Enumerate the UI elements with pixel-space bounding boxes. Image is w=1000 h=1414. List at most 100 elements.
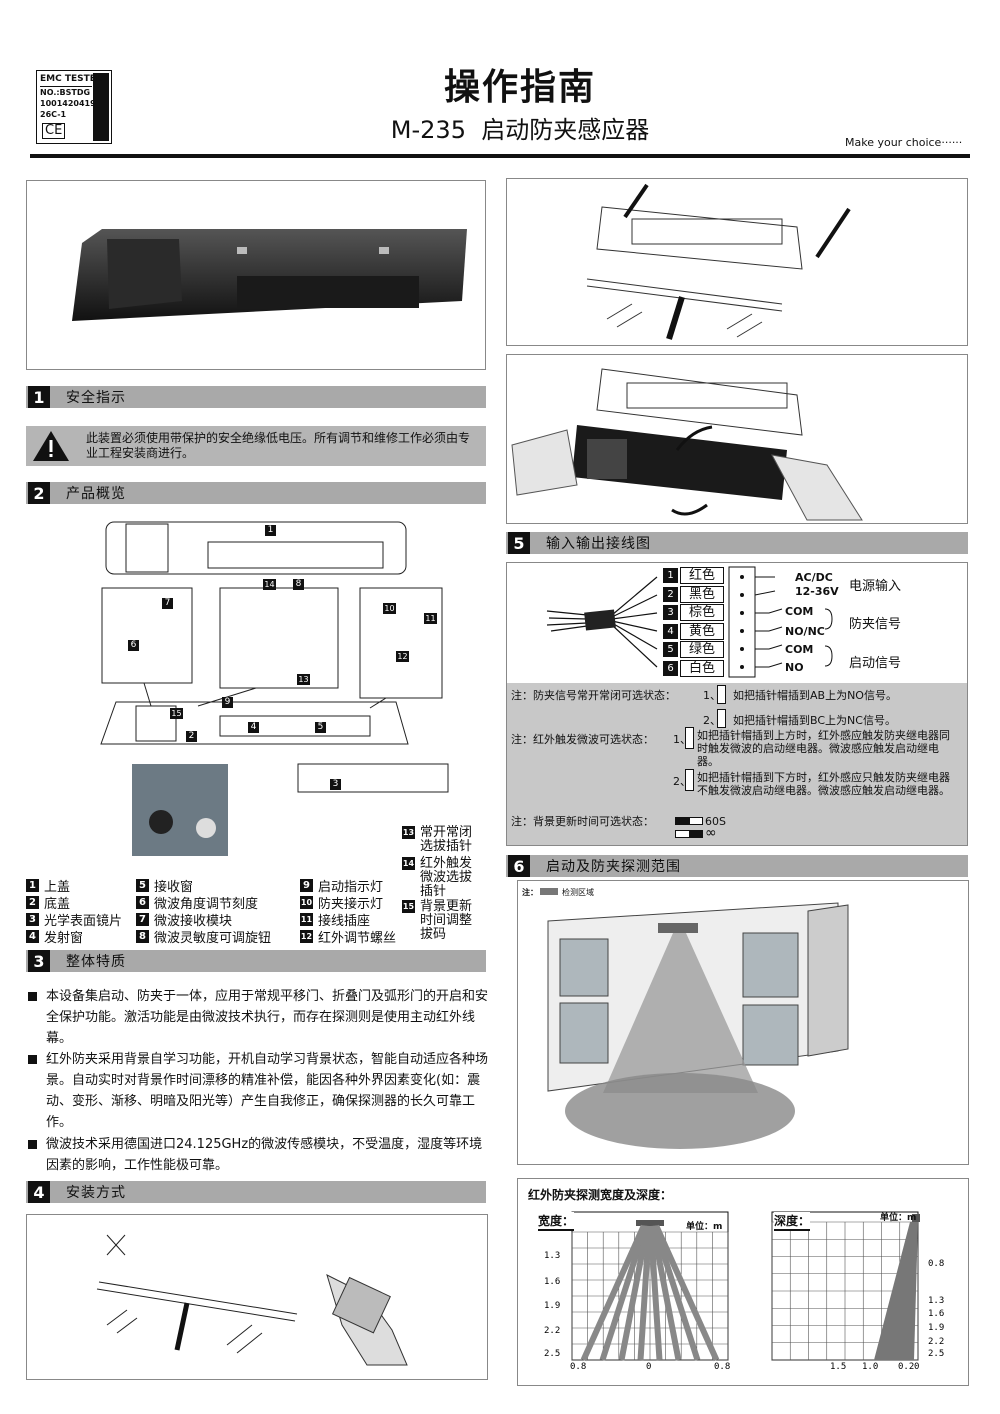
beam — [653, 1224, 720, 1362]
wire-color: 黄色 — [680, 622, 724, 640]
com-label-2: COM — [785, 643, 814, 656]
warning-text: 此装置必须使用带保护的安全绝缘低电压。所有调节和维修工作必须由专业工程安装商进行… — [86, 431, 471, 460]
legend-label: 微波角度调节刻度 — [154, 897, 259, 912]
callout-8: 8 — [293, 579, 304, 590]
install-figure — [26, 1214, 488, 1380]
legend-label: 背景更新时间调整拔码 — [420, 899, 473, 942]
section-4-header: 4 安装方式 — [26, 1181, 486, 1203]
y-tick-label: 1.3 — [928, 1296, 944, 1306]
callout-14: 14 — [263, 579, 276, 590]
dip-switch-off — [675, 830, 703, 838]
install-drawing — [96, 1234, 408, 1366]
section-6-title: 启动及防夹探测范围 — [546, 859, 681, 875]
legend-item: 11 接线插座 — [300, 910, 370, 929]
note-2-b: 如把插针帽插到下方时，红外感应只触发防夹继电器不触发微波启动继电器。微波感应触发… — [697, 771, 950, 797]
note-1-b-index: 2、 — [703, 714, 721, 727]
section-3-number: 3 — [28, 950, 50, 972]
jumper-icon — [717, 685, 726, 704]
depth-chart-unit: 单位：m — [880, 1213, 917, 1223]
product-exploded-diagram — [100, 521, 449, 856]
note-1-b: 如把插针帽插到BC上为NC信号。 — [733, 714, 896, 727]
detect-legend-label: 检测区域 — [562, 888, 594, 897]
x-tick-label: 0.8 — [570, 1362, 586, 1370]
y-tick-label: 2.2 — [544, 1326, 560, 1336]
beam — [580, 1224, 647, 1362]
beam — [599, 1225, 649, 1361]
start-signal-name: 启动信号 — [849, 656, 902, 671]
feature-item: 本设备集启动、防夹于一体，应用于常规平移门、折叠门及弧形门的开启和安全保护功能。… — [26, 986, 494, 1049]
feature-item: 微波技术采用德国进口24.125GHz的微波传感模块，不受温度，湿度等环境因素的… — [26, 1134, 494, 1176]
nonc-label: NO/NC — [785, 625, 825, 638]
callout-1: 1 — [265, 525, 276, 536]
wire-number: 3 — [663, 605, 678, 620]
wire-number: 1 — [663, 568, 678, 583]
x-tick-label: 0 — [646, 1362, 651, 1370]
jumper-icon — [717, 709, 726, 728]
mount-figure-1 — [506, 178, 968, 346]
warning-icon — [33, 431, 69, 461]
beam — [874, 1222, 918, 1360]
sensor-mark — [636, 1220, 664, 1226]
legend-label: 发射窗 — [44, 931, 84, 946]
ce-mark: CE — [42, 123, 66, 139]
note-1-a: 如把插针帽插到AB上为NO信号。 — [733, 689, 897, 702]
legend-number: 12 — [300, 930, 313, 943]
section-5-number: 5 — [508, 532, 530, 554]
section-6-number: 6 — [508, 855, 530, 877]
emc-line3: 1001420419 — [40, 99, 96, 108]
tagline: Make your choice······ — [845, 136, 963, 149]
wire-number: 5 — [663, 642, 678, 657]
y-tick-label: 0.8 — [928, 1259, 944, 1269]
ir-chart-title: 红外防夹探测宽度及深度： — [528, 1188, 673, 1202]
x-tick-label: 0.8 — [714, 1362, 730, 1370]
y-tick-label: 1.6 — [544, 1277, 560, 1287]
emc-line4: 26C-1 — [40, 110, 67, 119]
cable-drawing — [546, 566, 833, 678]
callout-5: 5 — [315, 722, 326, 733]
legend-number: 10 — [300, 896, 313, 909]
wire-color: 白色 — [680, 659, 724, 677]
legend-number: 11 — [300, 913, 313, 926]
depth-chart-title: 深度： — [774, 1212, 811, 1231]
page-subtitle: M-235 启动防夹感应器 — [390, 116, 650, 144]
legend-number: 14 — [402, 857, 415, 870]
section-2-header: 2 产品概览 — [26, 482, 486, 504]
callout-3: 3 — [330, 779, 341, 790]
header-rule — [30, 154, 970, 158]
callout-12: 12 — [396, 651, 409, 662]
wire-color: 红色 — [680, 567, 724, 584]
legend-number: 4 — [26, 930, 39, 943]
emc-line1: EMC TESTED — [40, 74, 104, 84]
y-tick-label: 1.9 — [928, 1323, 944, 1333]
callout-11: 11 — [424, 613, 437, 624]
y-tick-label: 2.2 — [928, 1337, 944, 1347]
wire-color: 棕色 — [680, 604, 724, 621]
legend-item: 4 发射窗 — [26, 927, 83, 946]
callout-6: 6 — [128, 640, 139, 651]
no-label: NO — [785, 661, 804, 674]
detect-legend-swatch — [540, 888, 558, 895]
clamp-signal-name: 防夹信号 — [849, 617, 902, 632]
dip-switch-on — [675, 817, 703, 825]
legend-label: 接线插座 — [318, 914, 371, 929]
x-tick-label: 1.0 — [862, 1362, 878, 1370]
legend-label: 微波接收模块 — [154, 914, 233, 929]
callout-9: 9 — [222, 697, 233, 708]
x-tick-label: 1.5 — [830, 1362, 846, 1370]
note-3-head: 注：背景更新时间可选状态： — [511, 815, 654, 828]
beam — [637, 1225, 653, 1361]
